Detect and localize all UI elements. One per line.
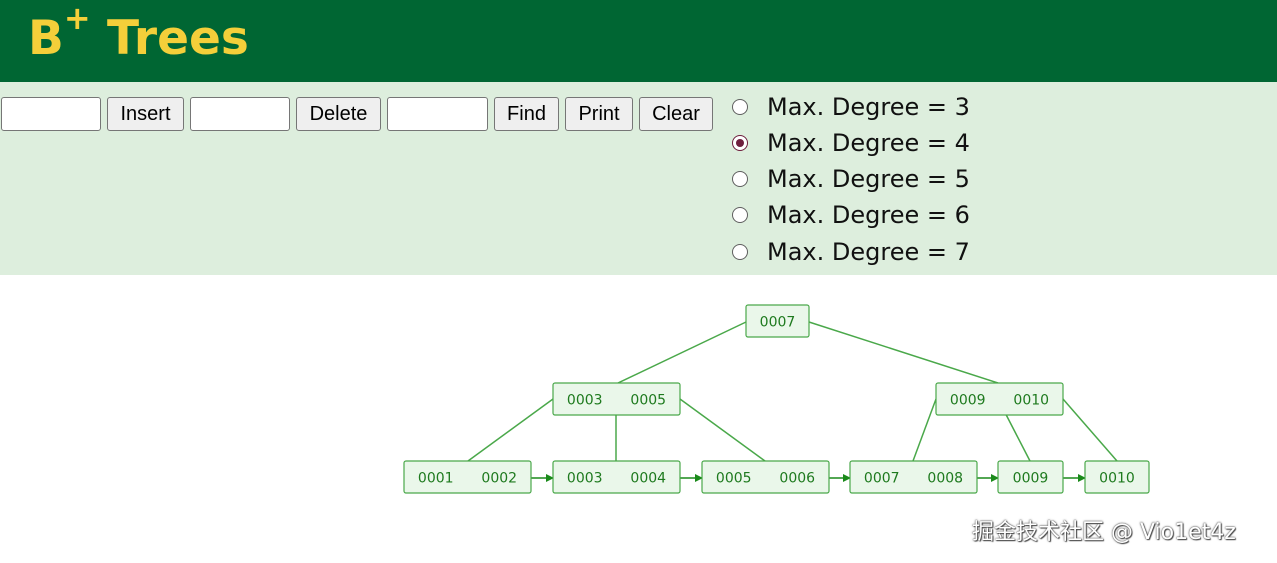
internal-node-0-box	[552, 382, 681, 416]
app-header: B+ Trees	[0, 0, 1277, 82]
title-plus: +	[63, 0, 91, 37]
tree-nodes: 0007 0003 0005 0009 0010 0001 0002 0003 0004 0005…	[403, 304, 1150, 494]
internal-node-1-box	[935, 382, 1064, 416]
clear-button[interactable]: Clear	[639, 97, 713, 131]
degree-option-5[interactable]: Max. Degree = 5	[732, 161, 970, 197]
delete-input[interactable]	[190, 97, 290, 131]
edge-root-left	[617, 321, 747, 384]
leaf-node-2-key-0: 0005	[716, 471, 752, 487]
leaf-node-2-box	[701, 460, 830, 494]
controls-panel: Insert Delete Find Print Clear Max. Degr…	[0, 82, 1277, 275]
insert-input[interactable]	[1, 97, 101, 131]
internal-node-0: 0003 0005	[552, 382, 681, 416]
watermark-text: 掘金技术社区 @ Vio1et4z	[972, 520, 1236, 545]
internal-node-1-key-0: 0009	[950, 393, 986, 409]
insert-button[interactable]: Insert	[107, 97, 184, 131]
leaf-node-0-box	[403, 460, 532, 494]
degree-label-7: Max. Degree = 7	[767, 238, 970, 266]
leaf-node-4-box	[997, 460, 1064, 494]
root-node: 0007	[745, 304, 810, 338]
degree-option-7[interactable]: Max. Degree = 7	[732, 234, 970, 270]
internal-node-0-key-1: 0005	[630, 393, 666, 409]
print-button[interactable]: Print	[565, 97, 633, 131]
leaf-node-5-box	[1084, 460, 1150, 494]
degree-radio-4[interactable]	[732, 135, 748, 151]
leaf-node-1-key-0: 0003	[567, 471, 603, 487]
leaf-node-5-key-0: 0010	[1099, 471, 1135, 487]
leaf-node-1-box	[552, 460, 681, 494]
degree-label-5: Max. Degree = 5	[767, 165, 970, 193]
leaf-node-1-key-1: 0004	[630, 471, 666, 487]
leaf-node-4: 0009	[997, 460, 1064, 494]
degree-radio-6[interactable]	[732, 207, 748, 223]
degree-label-4: Max. Degree = 4	[767, 129, 970, 157]
bplus-tree-canvas: 0007 0003 0005 0009 0010 0001 0002 0003 0004 0005…	[403, 304, 1150, 494]
title-trees: Trees	[107, 11, 249, 66]
edge-int0-leaf0	[467, 398, 554, 462]
degree-radio-7[interactable]	[732, 244, 748, 260]
leaf-node-3-key-0: 0007	[864, 471, 900, 487]
degree-label-3: Max. Degree = 3	[767, 93, 970, 121]
leaf-node-0-key-1: 0002	[481, 471, 517, 487]
find-button[interactable]: Find	[494, 97, 559, 131]
root-node-box	[745, 304, 810, 338]
title-b: B	[28, 11, 64, 66]
degree-option-4[interactable]: Max. Degree = 4	[732, 125, 970, 161]
internal-node-1: 0009 0010	[935, 382, 1064, 416]
edge-int1-leaf3	[912, 398, 937, 462]
edge-int1-leaf5	[1062, 398, 1118, 462]
edge-int0-leaf2	[679, 398, 766, 462]
leaf-node-0: 0001 0002	[403, 460, 532, 494]
leaf-node-4-key-0: 0009	[1013, 471, 1049, 487]
leaf-node-3: 0007 0008	[849, 460, 978, 494]
root-node-key-0: 0007	[760, 315, 796, 331]
leaf-node-5: 0010	[1084, 460, 1150, 494]
leaf-node-1: 0003 0004	[552, 460, 681, 494]
leaf-node-3-box	[849, 460, 978, 494]
edge-root-right	[808, 321, 999, 384]
delete-button[interactable]: Delete	[296, 97, 381, 131]
find-input[interactable]	[387, 97, 488, 131]
degree-option-6[interactable]: Max. Degree = 6	[732, 197, 970, 233]
leaf-node-3-key-1: 0008	[927, 471, 963, 487]
degree-radio-5[interactable]	[732, 171, 748, 187]
degree-label-6: Max. Degree = 6	[767, 201, 970, 229]
internal-node-1-key-1: 0010	[1013, 393, 1049, 409]
page-title: B+ Trees	[28, 2, 249, 68]
degree-radio-3[interactable]	[732, 99, 748, 115]
internal-node-0-key-0: 0003	[567, 393, 603, 409]
leaf-node-2: 0005 0006	[701, 460, 830, 494]
degree-option-3[interactable]: Max. Degree = 3	[732, 89, 970, 125]
leaf-node-0-key-0: 0001	[418, 471, 454, 487]
leaf-node-2-key-1: 0006	[779, 471, 815, 487]
